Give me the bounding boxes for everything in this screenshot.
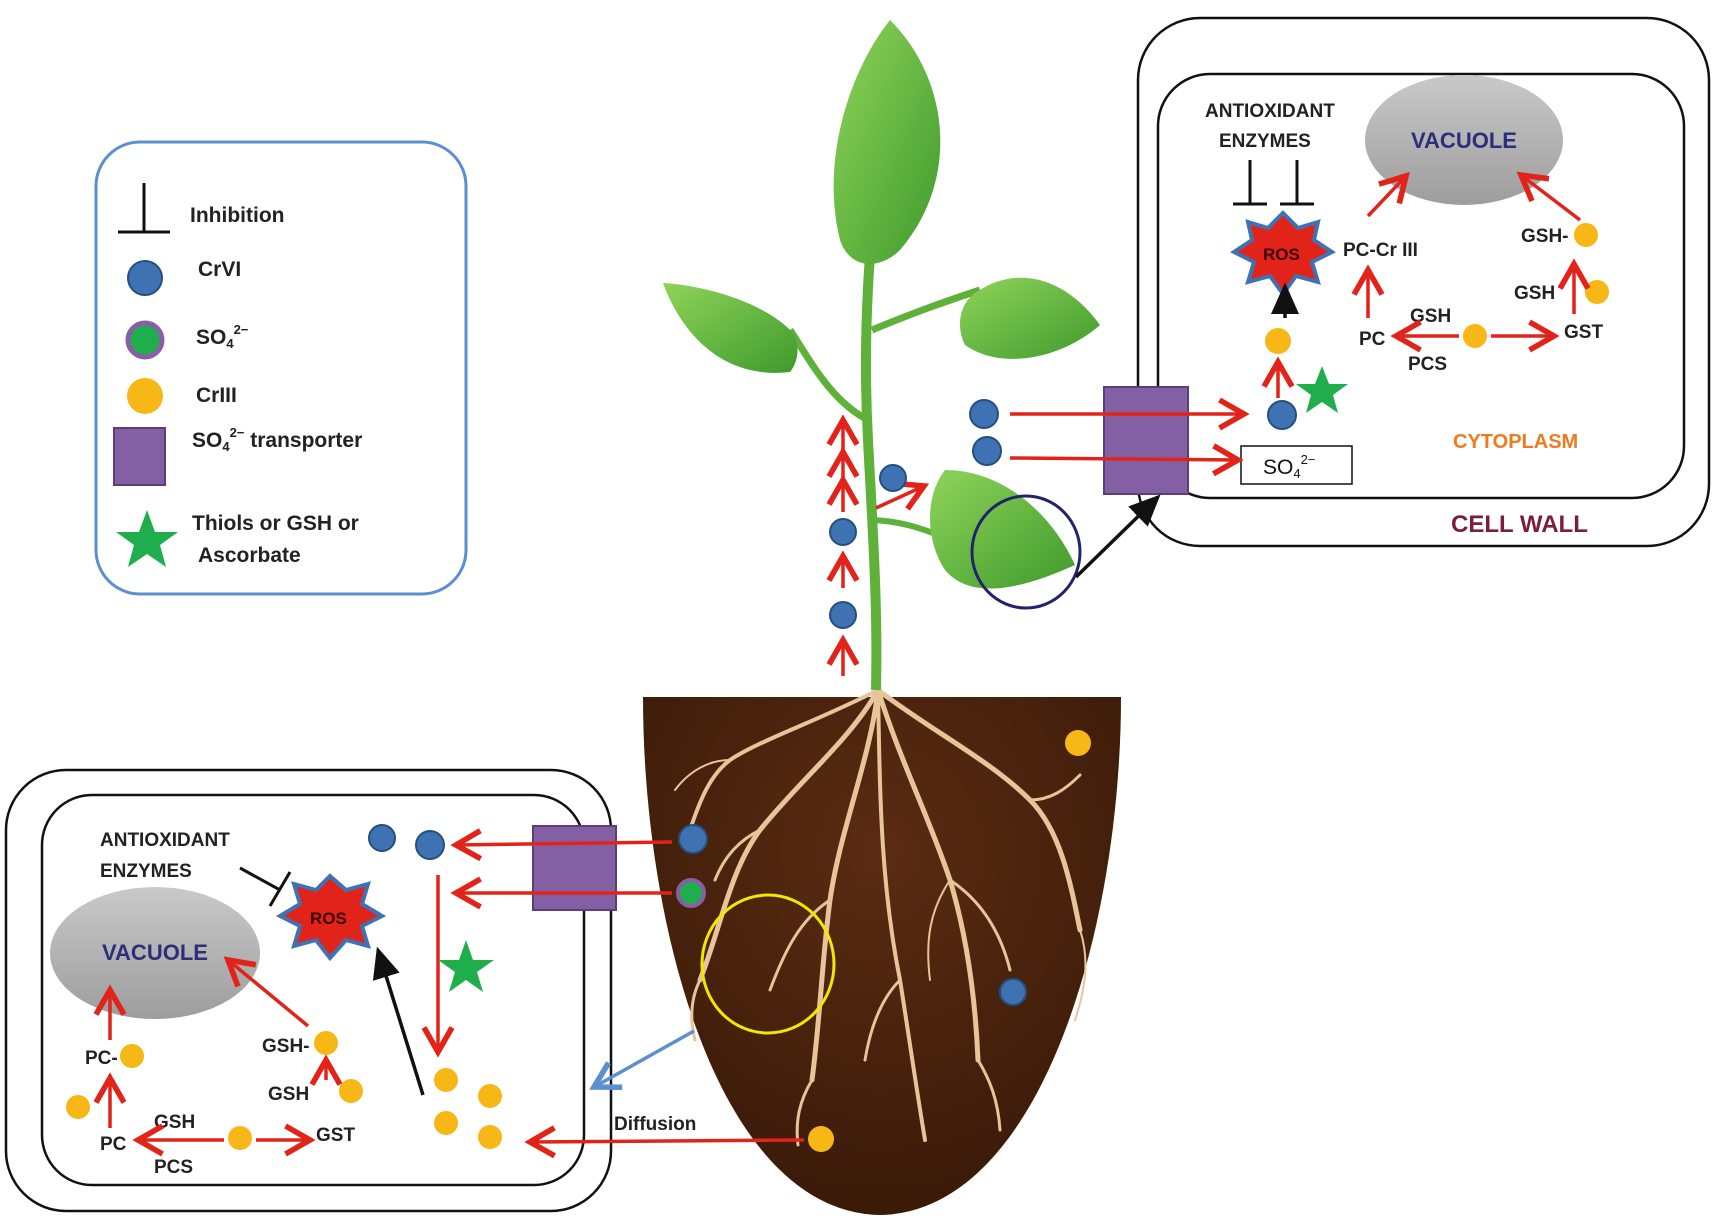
legend-thiols-line2: Ascorbate bbox=[198, 544, 301, 567]
leaf-gsh-input-label: GSH bbox=[1514, 283, 1555, 304]
leaf-vacuole bbox=[1365, 75, 1563, 205]
root-antioxidant-line1: ANTIOXIDANT bbox=[100, 830, 230, 851]
root-thiol-star bbox=[438, 940, 494, 992]
stem-crvi-dot-1 bbox=[829, 601, 857, 629]
leaf-vacuole-label: VACUOLE bbox=[1411, 128, 1517, 153]
leaf-pathway-criii-dot bbox=[1463, 324, 1487, 348]
leaf-highlight-circle bbox=[970, 494, 1082, 610]
root-gsh-pathway-label: GSH bbox=[154, 1112, 195, 1133]
leaf-gsh-input-dot bbox=[1585, 280, 1609, 304]
root-criii-dot-3 bbox=[434, 1111, 458, 1135]
cell-wall-label: CELL WALL bbox=[1451, 511, 1588, 538]
leaf-pathway-arrows bbox=[1351, 171, 1591, 353]
leaf-uptake-arrows bbox=[1009, 397, 1250, 477]
legend-thiols-line1: Thiols or GSH or bbox=[192, 512, 359, 535]
leaf-zoom-arrow bbox=[1074, 494, 1161, 579]
root-vacuole-label: VACUOLE bbox=[102, 940, 208, 965]
cytoplasm-label: CYTOPLASM bbox=[1453, 431, 1578, 453]
root-gst-label: GST bbox=[316, 1125, 355, 1146]
legend-border bbox=[94, 140, 468, 596]
root-ros-burst bbox=[275, 873, 387, 962]
leaf-sulfate-label: SO42− bbox=[1263, 452, 1315, 481]
root-ros-label: ROS bbox=[310, 909, 347, 928]
leaf-criii-dot bbox=[1265, 328, 1291, 354]
root-sulfate-transporter bbox=[532, 825, 617, 911]
root-system bbox=[674, 687, 1087, 1147]
soil-criii-dot bbox=[1065, 730, 1091, 756]
root-cell: ANTIOXIDANT ENZYMES ROS VACUOLE PC- GSH-… bbox=[4, 768, 613, 1213]
legend-sulfate-dot bbox=[125, 320, 165, 360]
leaf-ros-label: ROS bbox=[1263, 245, 1300, 264]
soil-crvi-dot bbox=[999, 978, 1027, 1006]
root-gsh-complex-label: GSH- bbox=[262, 1036, 310, 1057]
root-antioxidant-line2: ENZYMES bbox=[100, 861, 192, 882]
diffusion-label: Diffusion bbox=[614, 1114, 696, 1135]
leaf-left bbox=[663, 283, 798, 373]
stem-crvi-dot-3 bbox=[879, 464, 907, 492]
legend-transporter-label: SO42− transporter bbox=[192, 425, 362, 454]
root-criii-dot-4 bbox=[478, 1125, 502, 1149]
legend-criii-dot bbox=[127, 378, 163, 414]
legend-transporter-box bbox=[113, 427, 166, 486]
root-crvi-dot-1 bbox=[368, 824, 396, 852]
leaf-input-crvi-dot-1 bbox=[969, 399, 999, 429]
root-criii-dot-1 bbox=[434, 1068, 458, 1092]
root-crvi-dot-2 bbox=[415, 830, 445, 860]
root-pc-complex-dot bbox=[120, 1044, 144, 1068]
leaf-input-crvi-dot-2 bbox=[972, 436, 1002, 466]
leaf-pc-criii-label: PC-Cr III bbox=[1343, 240, 1418, 261]
leaf-pc-label: PC bbox=[1359, 329, 1386, 350]
root-pathway-criii-dot bbox=[228, 1126, 252, 1150]
root-free-criii-dot bbox=[66, 1095, 90, 1119]
plant-shoot bbox=[663, 20, 1100, 691]
leaf-gsh-complex-label: GSH- bbox=[1521, 226, 1569, 247]
leaf-gsh-pathway-label: GSH bbox=[1410, 306, 1451, 327]
leaf-sulfate-transporter bbox=[1103, 386, 1189, 495]
leaf-pcs-label: PCS bbox=[1408, 354, 1447, 375]
leaf-cell: ANTIOXIDANT ENZYMES ROS VACUOLE PC-Cr II… bbox=[1136, 16, 1711, 548]
leaf-sulfate-box bbox=[1240, 445, 1353, 485]
root-zoom-arrow bbox=[589, 1029, 695, 1091]
root-pc-label: PC bbox=[100, 1134, 127, 1155]
leaf-top bbox=[833, 20, 941, 264]
leaf-antioxidant-line1: ANTIOXIDANT bbox=[1205, 101, 1335, 122]
root-criii-to-ros-arrow bbox=[372, 946, 425, 1096]
root-gsh-complex-dot bbox=[314, 1031, 338, 1055]
soil-sulfate-input-dot bbox=[676, 878, 706, 908]
leaf-right bbox=[960, 277, 1100, 359]
soil-criii-input-dot bbox=[808, 1126, 834, 1152]
legend-box: Inhibition CrVI SO42− CrIII SO42− transp… bbox=[94, 140, 468, 596]
legend-crvi-label: CrVI bbox=[198, 258, 241, 281]
root-inhibition-bar bbox=[239, 866, 292, 907]
leaf-thiol-star bbox=[1296, 366, 1348, 413]
root-criii-dot-2 bbox=[478, 1084, 502, 1108]
legend-crvi-dot bbox=[127, 260, 163, 296]
legend-inhibition-label: Inhibition bbox=[190, 204, 284, 227]
root-highlight-circle bbox=[700, 893, 836, 1035]
leaf-antioxidant-line2: ENZYMES bbox=[1219, 131, 1311, 152]
legend-thiol-star bbox=[116, 510, 178, 567]
root-uptake-arrows bbox=[450, 828, 805, 1159]
leaf-inhibition-bars bbox=[1233, 160, 1314, 206]
root-pcs-label: PCS bbox=[154, 1157, 193, 1178]
leaf-crvi-dot bbox=[1267, 400, 1297, 430]
legend-sulfate-label: SO42− bbox=[196, 322, 249, 351]
soil-crvi-input-dot bbox=[678, 824, 708, 854]
legend-criii-label: CrIII bbox=[196, 384, 237, 407]
root-gsh-input-label: GSH bbox=[268, 1084, 309, 1105]
leaf-gsh-complex-dot bbox=[1574, 223, 1598, 247]
root-pc-complex-label: PC- bbox=[85, 1048, 118, 1069]
leaf-gst-label: GST bbox=[1564, 322, 1603, 343]
leaf-lower bbox=[930, 470, 1075, 589]
inhibition-symbol bbox=[118, 183, 170, 234]
root-pathway-arrows bbox=[93, 956, 343, 1157]
root-gsh-input-dot bbox=[339, 1079, 363, 1103]
stem-transport bbox=[826, 414, 930, 676]
leaf-cell-membrane bbox=[1156, 72, 1686, 500]
stem-crvi-dot-2 bbox=[829, 518, 857, 546]
